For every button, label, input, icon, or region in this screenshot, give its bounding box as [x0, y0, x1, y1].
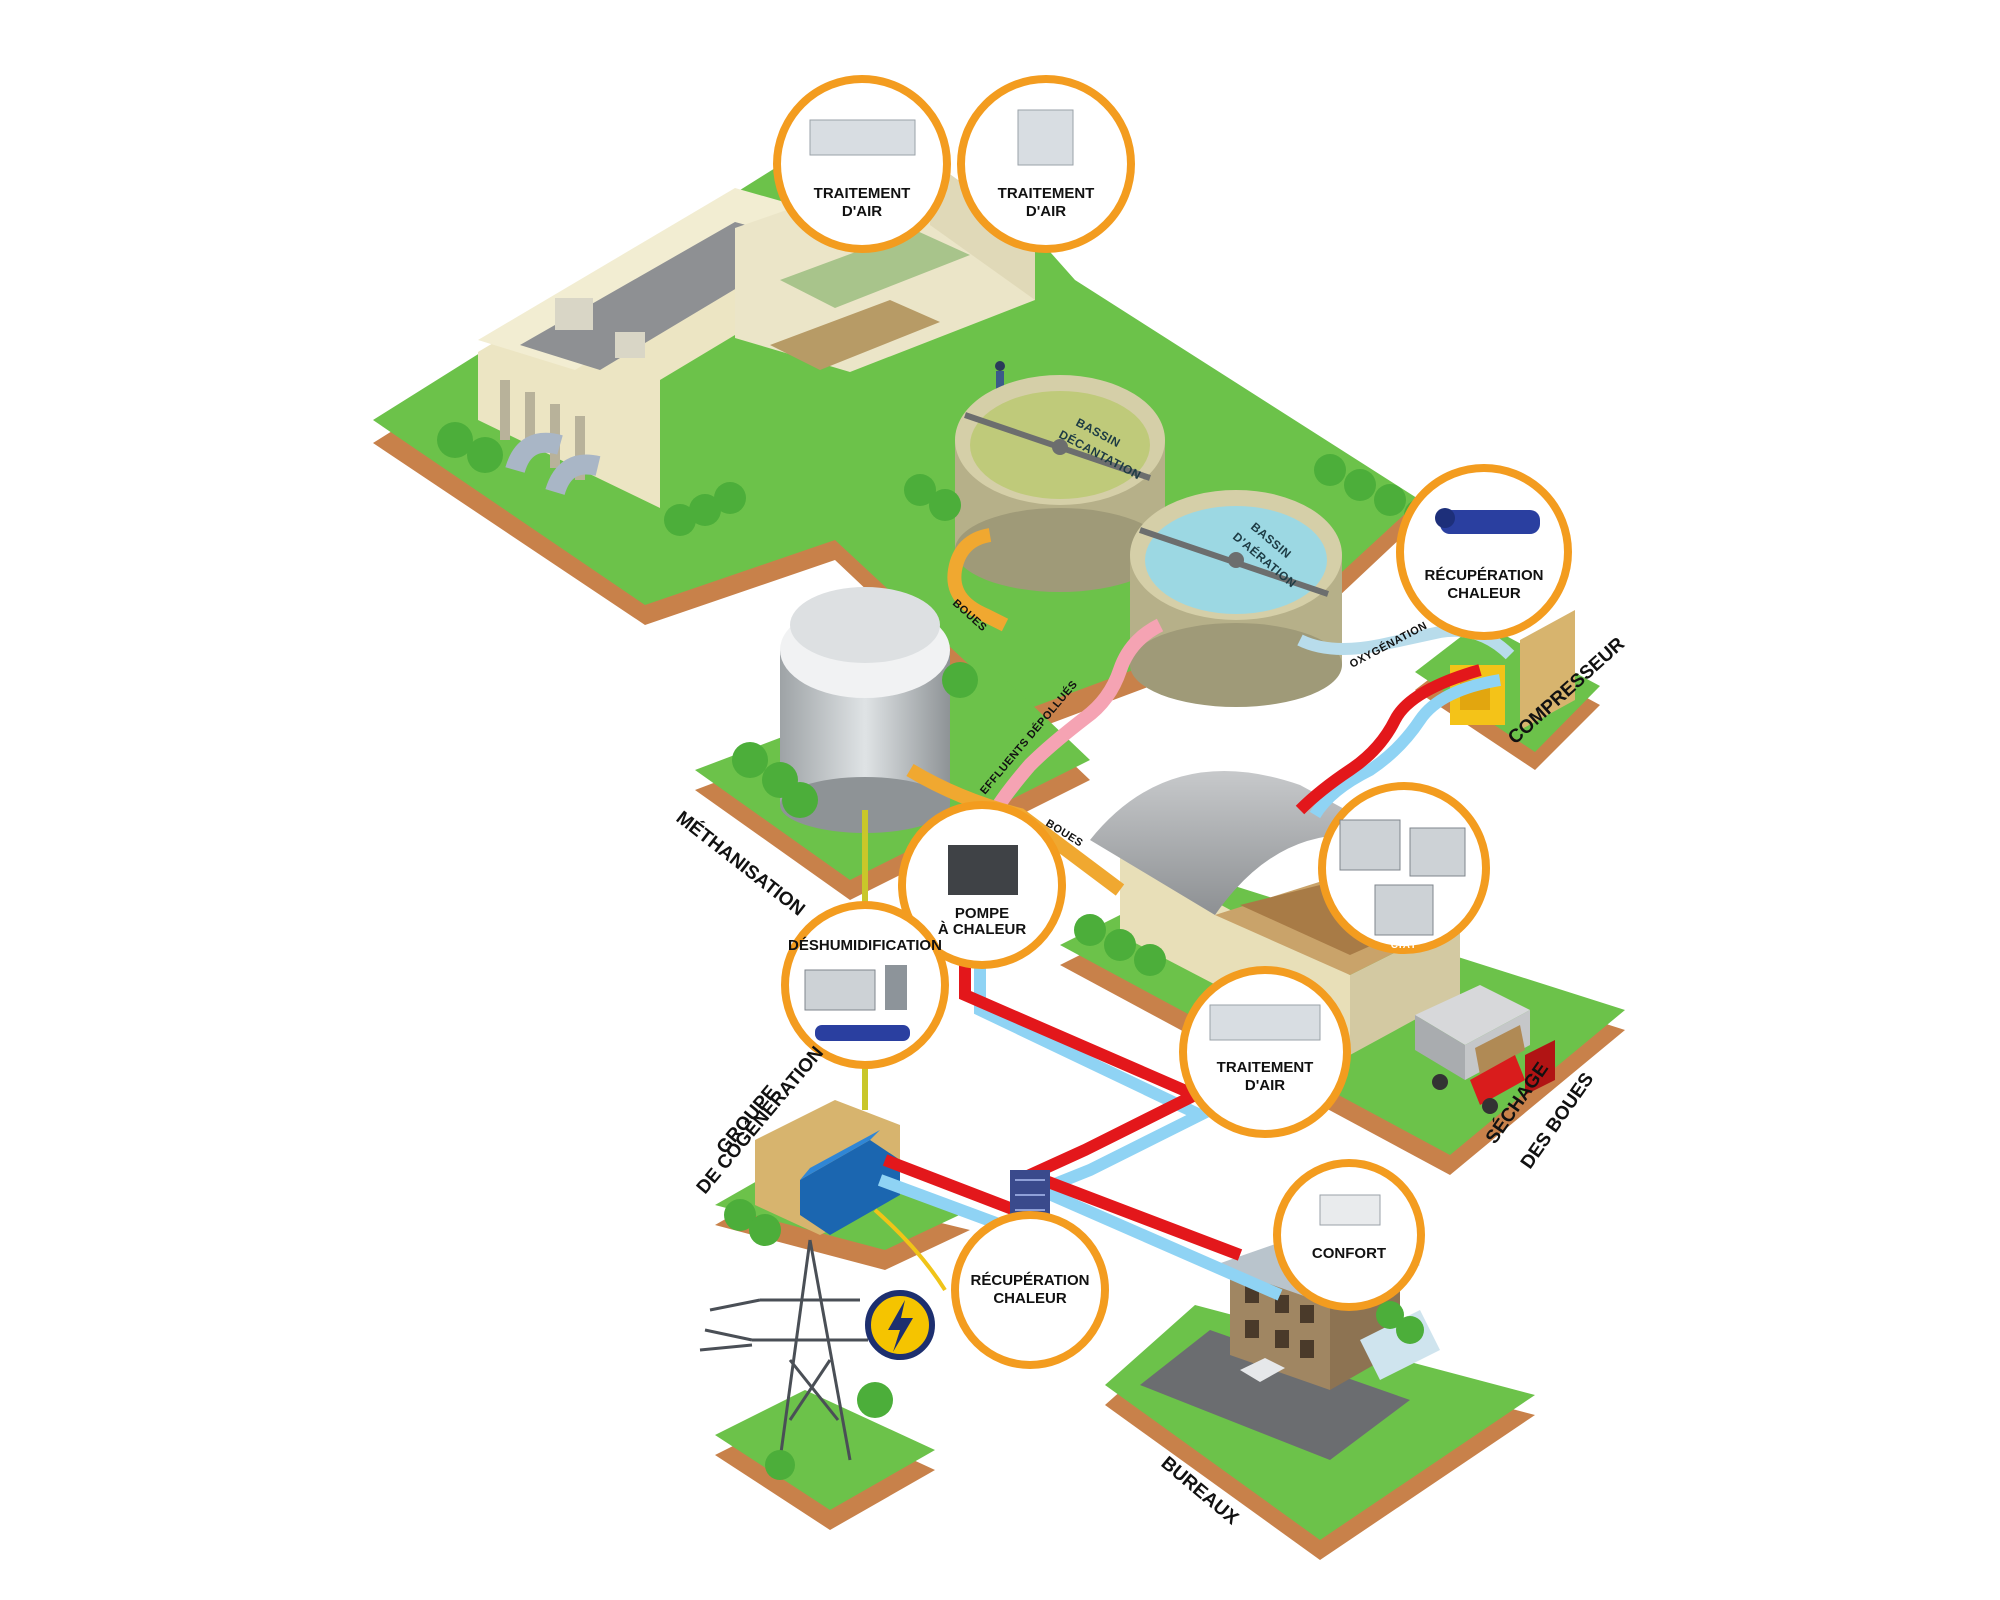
- bubble-title-line2: À CHALEUR: [938, 921, 1026, 938]
- bubble-title-line1: CONFORT: [1312, 1245, 1386, 1262]
- bubble-title-line2: D'AIR: [1026, 203, 1066, 220]
- ciat-brand-label: CIAT: [1252, 1110, 1279, 1121]
- bubble-comfort: CONFORT CIAT: [1273, 1159, 1425, 1311]
- aeration-basin: BASSIN D'AÉRATION: [1130, 490, 1342, 707]
- ciat-brand-label: CIAT: [1017, 1324, 1044, 1335]
- digester-tank: [780, 587, 950, 833]
- bubble-heat-recovery-bottom: RÉCUPÉRATION CHALEUR CIAT: [951, 1211, 1109, 1369]
- bubble-title-line1: TRAITEMENT: [814, 185, 911, 202]
- cogeneration-engine: [800, 1130, 900, 1235]
- ciat-brand-label: CIAT: [1336, 1284, 1363, 1295]
- bubble-heat-recovery-top: RÉCUPÉRATION CHALEUR CIAT: [1396, 464, 1572, 640]
- bubble-air-treatment-3: TRAITEMENT D'AIR CIAT: [1179, 966, 1351, 1138]
- bubble-title-line1: DÉSHUMIDIFICATION: [788, 937, 942, 954]
- decantation-basin: BASSIN DÉCANTATION: [955, 375, 1165, 592]
- bubble-title-line2: D'AIR: [842, 203, 882, 220]
- bubble-air-treatment-1: TRAITEMENT D'AIR CIAT: [773, 75, 951, 253]
- bubble-heat-pump: POMPE À CHALEUR CIAT: [898, 801, 1066, 969]
- ciat-brand-label: CIAT: [849, 235, 876, 246]
- ciat-brand-label: CIAT: [1471, 622, 1498, 633]
- power-pylon: [699, 1239, 868, 1461]
- bubble-title-line1: TRAITEMENT: [1217, 1059, 1314, 1076]
- bubble-title-line1: RÉCUPÉRATION: [1425, 567, 1544, 584]
- truck: [1415, 985, 1555, 1114]
- car: [1240, 1358, 1285, 1382]
- bubble-dehumidification: DÉSHUMIDIFICATION CIAT: [781, 901, 949, 1069]
- electricity-bolt-icon: [865, 1290, 935, 1360]
- power-cable: [873, 1208, 947, 1292]
- bubble-title-line2: D'AIR: [1245, 1077, 1285, 1094]
- bubble-title-line2: CHALEUR: [1447, 585, 1520, 602]
- ciat-brand-label: CIAT: [852, 1052, 879, 1063]
- bubble-title-line1: RÉCUPÉRATION: [971, 1272, 1090, 1289]
- hot-cold-pipes-top: [1295, 664, 1501, 819]
- offices-platform: [1105, 1305, 1535, 1560]
- bubble-drycoolers: CIAT: [1318, 782, 1490, 954]
- main-building: [478, 160, 1035, 508]
- ciat-brand-label: CIAT: [1033, 235, 1060, 246]
- bubble-title-line1: TRAITEMENT: [998, 185, 1095, 202]
- bubble-title-line1: POMPE: [955, 905, 1009, 922]
- worker-figure: [995, 361, 1005, 389]
- bubble-title-line2: CHALEUR: [993, 1290, 1066, 1307]
- ciat-brand-label: CIAT: [1391, 940, 1418, 951]
- ciat-brand-label: CIAT: [969, 950, 996, 961]
- pylon-platform: [715, 1390, 935, 1530]
- bubble-air-treatment-2: TRAITEMENT D'AIR CIAT: [957, 75, 1135, 253]
